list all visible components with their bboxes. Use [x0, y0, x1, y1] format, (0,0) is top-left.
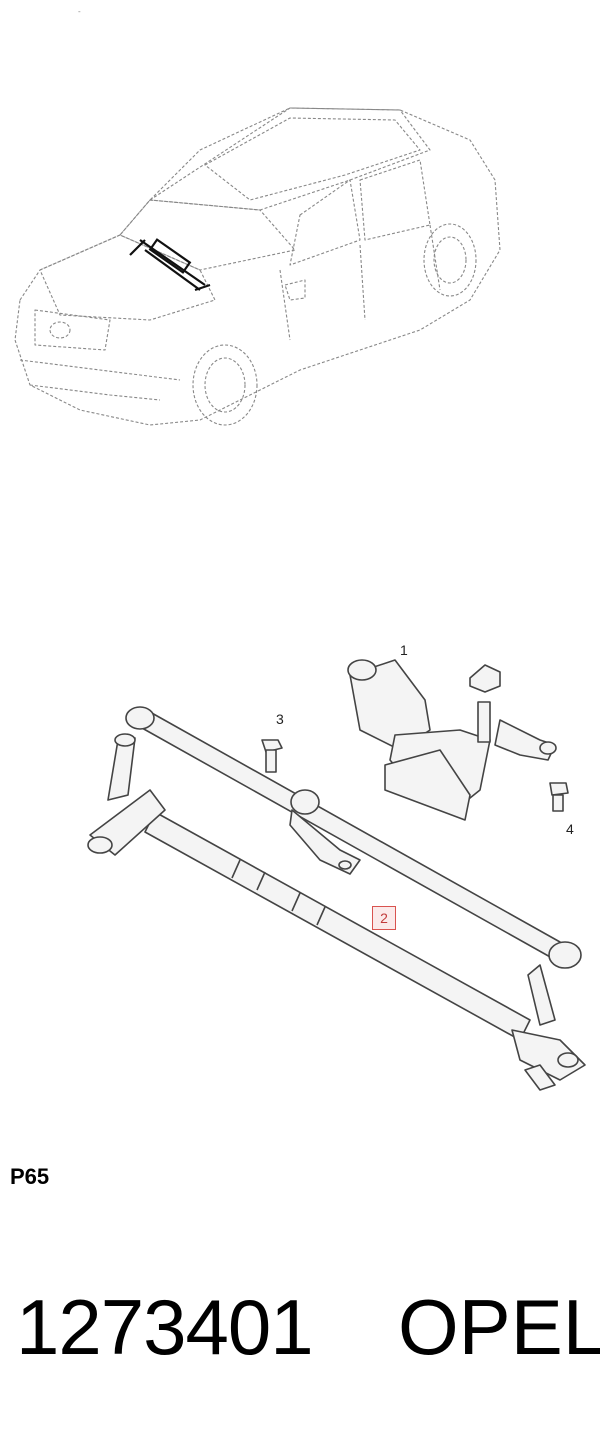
wiper-linkage-detail [87, 659, 586, 1091]
wiper-linkage-highlight [129, 238, 211, 292]
callout-2-highlighted: 2 [372, 906, 396, 930]
part-number: 1273401 [16, 1283, 314, 1371]
diagram-page-code: P65 [10, 1164, 50, 1189]
callout-3: 3 [276, 711, 284, 727]
svg-text:-: - [78, 7, 81, 16]
callout-1: 1 [400, 642, 408, 658]
callout-4: 4 [566, 821, 574, 837]
car-overview-illustration: - [14, 7, 501, 426]
brand-name: OPEL [398, 1283, 600, 1371]
